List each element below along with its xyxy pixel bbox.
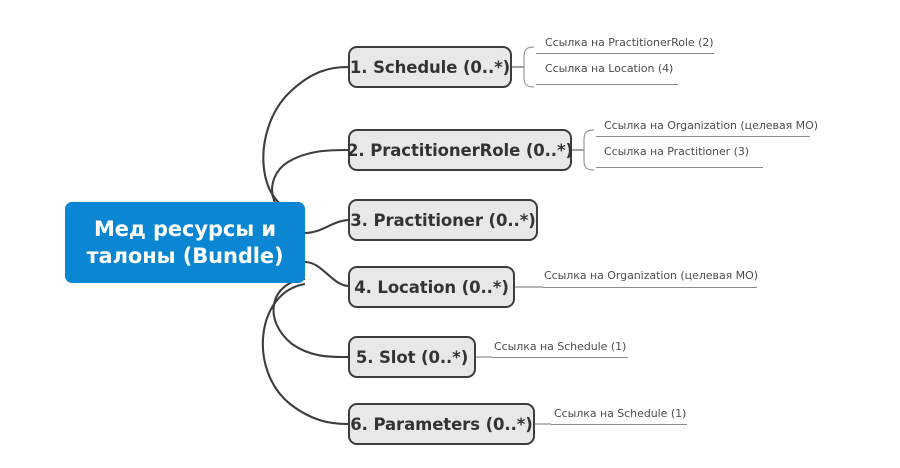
branch-2-sublabel-1: Ссылка на Organization (целевая МО) [604,119,818,132]
branch-node-5[interactable]: 5. Slot (0..*) [348,336,476,378]
branch-node-4[interactable]: 4. Location (0..*) [348,266,515,308]
branch-node-6[interactable]: 6. Parameters (0..*) [348,403,535,445]
branch-2-sublabel-2-underline [596,167,763,168]
branch-2-sublabel-1-underline [596,136,810,137]
branch-4-sublabel-1: Ссылка на Organization (целевая МО) [544,269,758,282]
branch-node-3-label: 3. Practitioner (0..*) [350,210,536,230]
branch-6-sublabel-1-underline [551,424,687,425]
branch-5-sublabel-1: Ссылка на Schedule (1) [494,340,627,353]
edge-root-to-branch-4 [304,260,349,288]
edge-branch-2-bracket-curve [583,129,595,171]
branch-2-sublabel-2: Ссылка на Practitioner (3) [604,145,750,158]
edge-root-to-branch-1 [262,65,349,215]
root-node-label: Мед ресурсы и талоны (Bundle) [86,216,284,268]
edge-branch-1-bracket-curve [523,46,535,88]
branch-node-1[interactable]: 1. Schedule (0..*) [348,46,512,88]
edge-root-to-branch-5 [272,277,349,359]
branch-6-sublabel-1: Ссылка на Schedule (1) [554,407,687,420]
branch-4-sublabel-1-underline [543,287,757,288]
branch-node-2[interactable]: 2. PractitionerRole (0..*) [347,129,573,171]
edge-root-to-branch-6 [261,282,349,426]
branch-node-1-label: 1. Schedule (0..*) [349,57,511,77]
branch-1-sublabel-2: Ссылка на Location (4) [545,62,674,75]
branch-node-2-label: 2. PractitionerRole (0..*) [347,140,573,160]
branch-5-sublabel-1-underline [492,357,628,358]
branch-1-sublabel-1-underline [536,53,714,54]
branch-node-6-label: 6. Parameters (0..*) [350,414,533,434]
root-node[interactable]: Мед ресурсы и талоны (Bundle) [65,202,305,283]
edge-root-to-branch-3 [304,218,349,235]
branch-1-sublabel-2-underline [536,84,678,85]
branch-node-5-label: 5. Slot (0..*) [355,347,469,367]
branch-node-3[interactable]: 3. Practitioner (0..*) [348,199,538,241]
branch-1-sublabel-1: Ссылка на PractitionerRole (2) [545,36,714,49]
branch-node-4-label: 4. Location (0..*) [354,277,509,297]
